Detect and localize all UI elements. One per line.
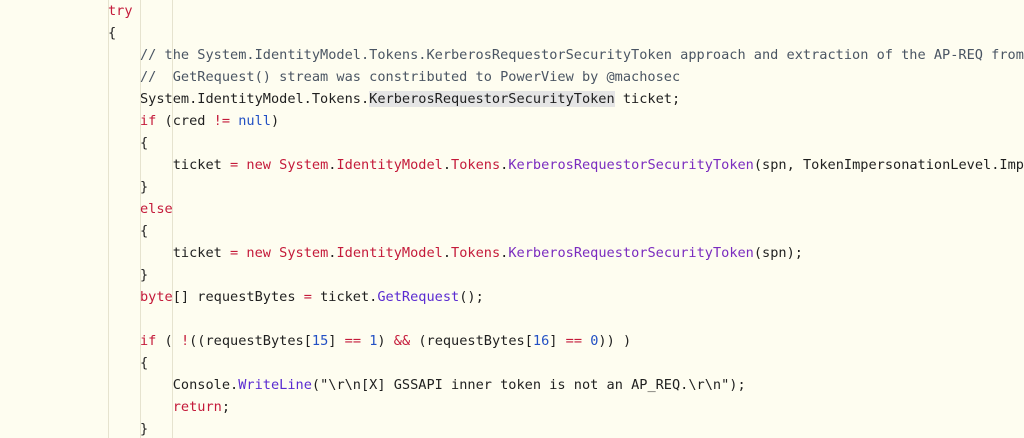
code-token: return xyxy=(172,399,222,415)
code-token: { xyxy=(140,223,149,239)
code-token: (cred xyxy=(156,113,214,129)
code-line[interactable]: { xyxy=(0,220,1024,242)
code-token: . xyxy=(442,245,452,261)
code-token: = xyxy=(230,245,239,261)
code-token: (); xyxy=(459,289,484,305)
code-token: ] xyxy=(328,333,345,349)
code-token xyxy=(271,245,279,261)
code-token: . xyxy=(328,245,337,261)
code-line[interactable]: ticket = new System.IdentityModel.Tokens… xyxy=(0,154,1024,176)
indent-guide xyxy=(140,0,141,438)
code-line[interactable]: else xyxy=(0,198,1024,220)
code-token: { xyxy=(140,135,149,151)
code-token: WriteLine xyxy=(238,377,312,393)
code-line[interactable]: } xyxy=(0,264,1024,286)
code-token: { xyxy=(108,25,117,41)
code-token: [] requestBytes xyxy=(172,289,304,305)
code-token: System.IdentityModel.Tokens. xyxy=(140,91,370,107)
code-token xyxy=(140,399,173,415)
code-token: 16 xyxy=(532,333,550,349)
code-token: 0 xyxy=(590,333,599,349)
code-token: (requestBytes[ xyxy=(410,333,533,349)
code-token: if xyxy=(140,113,157,129)
code-token: != xyxy=(213,113,231,129)
code-token: null xyxy=(238,113,271,129)
code-token: ticket xyxy=(140,157,231,173)
code-token: { xyxy=(140,355,149,371)
code-line[interactable]: } xyxy=(0,176,1024,198)
code-token: IdentityModel xyxy=(336,157,443,173)
code-line[interactable]: if ( !((requestBytes[15] == 1) && (reque… xyxy=(0,330,1024,352)
code-token: ticket xyxy=(140,245,231,261)
code-token: GetRequest xyxy=(377,289,460,305)
code-line[interactable]: } xyxy=(0,418,1024,438)
code-token: = xyxy=(303,289,312,305)
code-token: new xyxy=(246,157,271,173)
code-line[interactable]: try xyxy=(0,0,1024,22)
code-line[interactable]: { xyxy=(0,352,1024,374)
code-token: IdentityModel xyxy=(336,245,443,261)
code-line[interactable]: // the System.IdentityModel.Tokens.Kerbe… xyxy=(0,44,1024,66)
code-line[interactable]: Console.WriteLine("\r\n[X] GSSAPI inner … xyxy=(0,374,1024,396)
code-token: 1 xyxy=(369,333,378,349)
code-token xyxy=(230,113,238,129)
code-token: else xyxy=(140,201,173,217)
code-line[interactable] xyxy=(0,308,1024,330)
code-token: ("\r\n[X] GSSAPI inner token is not an A… xyxy=(311,377,746,393)
code-token: (spn); xyxy=(753,245,803,261)
code-line[interactable]: { xyxy=(0,22,1024,44)
code-token: // GetRequest() stream was constributed … xyxy=(140,69,681,85)
code-token: ! xyxy=(180,333,190,349)
code-token xyxy=(361,333,369,349)
code-token: (spn, TokenImpersonationLevel.Impers xyxy=(753,157,1024,173)
code-line[interactable]: if (cred != null) xyxy=(0,110,1024,132)
code-token: ] xyxy=(549,333,566,349)
code-line[interactable]: { xyxy=(0,132,1024,154)
code-token: ticket; xyxy=(614,91,681,107)
code-token: System xyxy=(279,245,329,261)
code-line[interactable]: byte[] requestBytes = ticket.GetRequest(… xyxy=(0,286,1024,308)
code-token xyxy=(271,157,279,173)
code-line[interactable]: return; xyxy=(0,396,1024,418)
indent-guide xyxy=(172,0,173,438)
code-token: System xyxy=(279,157,329,173)
code-token: Tokens xyxy=(451,157,501,173)
code-token: = xyxy=(230,157,239,173)
code-line[interactable]: System.IdentityModel.Tokens.KerberosRequ… xyxy=(0,88,1024,110)
code-token: . xyxy=(442,157,452,173)
code-token: ) xyxy=(270,113,280,129)
code-token: == xyxy=(565,333,583,349)
code-token: KerberosRequestorSecurityToken xyxy=(508,245,754,261)
code-token: new xyxy=(246,245,271,261)
code-token xyxy=(582,333,590,349)
code-token: // the System.IdentityModel.Tokens.Kerbe… xyxy=(140,47,1024,63)
code-token: && xyxy=(393,333,411,349)
code-token: Console. xyxy=(140,377,239,393)
code-token: ((requestBytes[ xyxy=(189,333,312,349)
code-token: try xyxy=(108,3,133,19)
code-token: . xyxy=(328,157,337,173)
code-token: ( xyxy=(156,333,181,349)
code-token: == xyxy=(344,333,362,349)
code-token: } xyxy=(140,421,149,437)
code-token: 15 xyxy=(311,333,329,349)
code-line[interactable]: ticket = new System.IdentityModel.Tokens… xyxy=(0,242,1024,264)
code-token: ticket. xyxy=(311,289,378,305)
indent-guide xyxy=(108,0,109,438)
code-token: if xyxy=(140,333,157,349)
code-token: ) xyxy=(377,333,394,349)
code-token: ; xyxy=(221,399,231,415)
code-token: } xyxy=(140,179,149,195)
code-token: KerberosRequestorSecurityToken xyxy=(369,91,615,107)
code-token: KerberosRequestorSecurityToken xyxy=(508,157,754,173)
code-token: )) ) xyxy=(598,333,632,349)
code-token: . xyxy=(500,245,509,261)
code-token: } xyxy=(140,267,149,283)
code-line[interactable]: // GetRequest() stream was constributed … xyxy=(0,66,1024,88)
code-token: byte xyxy=(140,289,173,305)
code-token: Tokens xyxy=(451,245,501,261)
code-token: . xyxy=(500,157,509,173)
